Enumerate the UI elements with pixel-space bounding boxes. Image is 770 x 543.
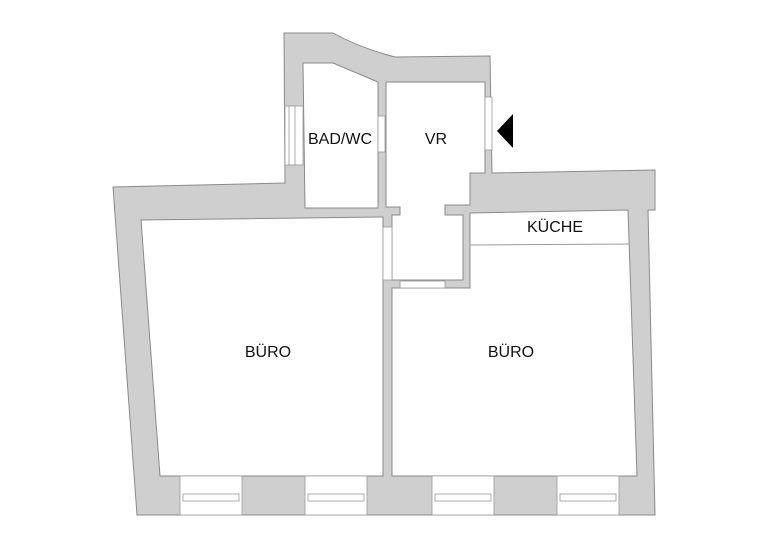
room-label-buero-right: BÜRO — [487, 344, 535, 361]
room-buero-left — [140, 216, 384, 477]
room-label-bad: BAD/WC — [308, 131, 372, 148]
entrance-door — [484, 96, 493, 151]
room-label-vr: VR — [424, 131, 448, 148]
window-sill — [434, 493, 492, 502]
window-sill — [559, 493, 617, 502]
room-buero-right-kueche — [391, 209, 638, 477]
room-label-buero-left: BÜRO — [244, 344, 292, 361]
room-label-kueche: KÜCHE — [526, 219, 584, 236]
window-sill — [307, 493, 365, 502]
room-vr — [385, 81, 486, 281]
door-buero-left — [382, 226, 393, 281]
entrance-arrow-icon — [497, 114, 513, 148]
window-sill — [182, 493, 240, 502]
windows — [179, 96, 620, 516]
window-bad-sill — [288, 105, 296, 166]
door-bad — [377, 115, 386, 153]
door-buero-right — [399, 280, 446, 289]
kueche-divider — [469, 243, 630, 246]
